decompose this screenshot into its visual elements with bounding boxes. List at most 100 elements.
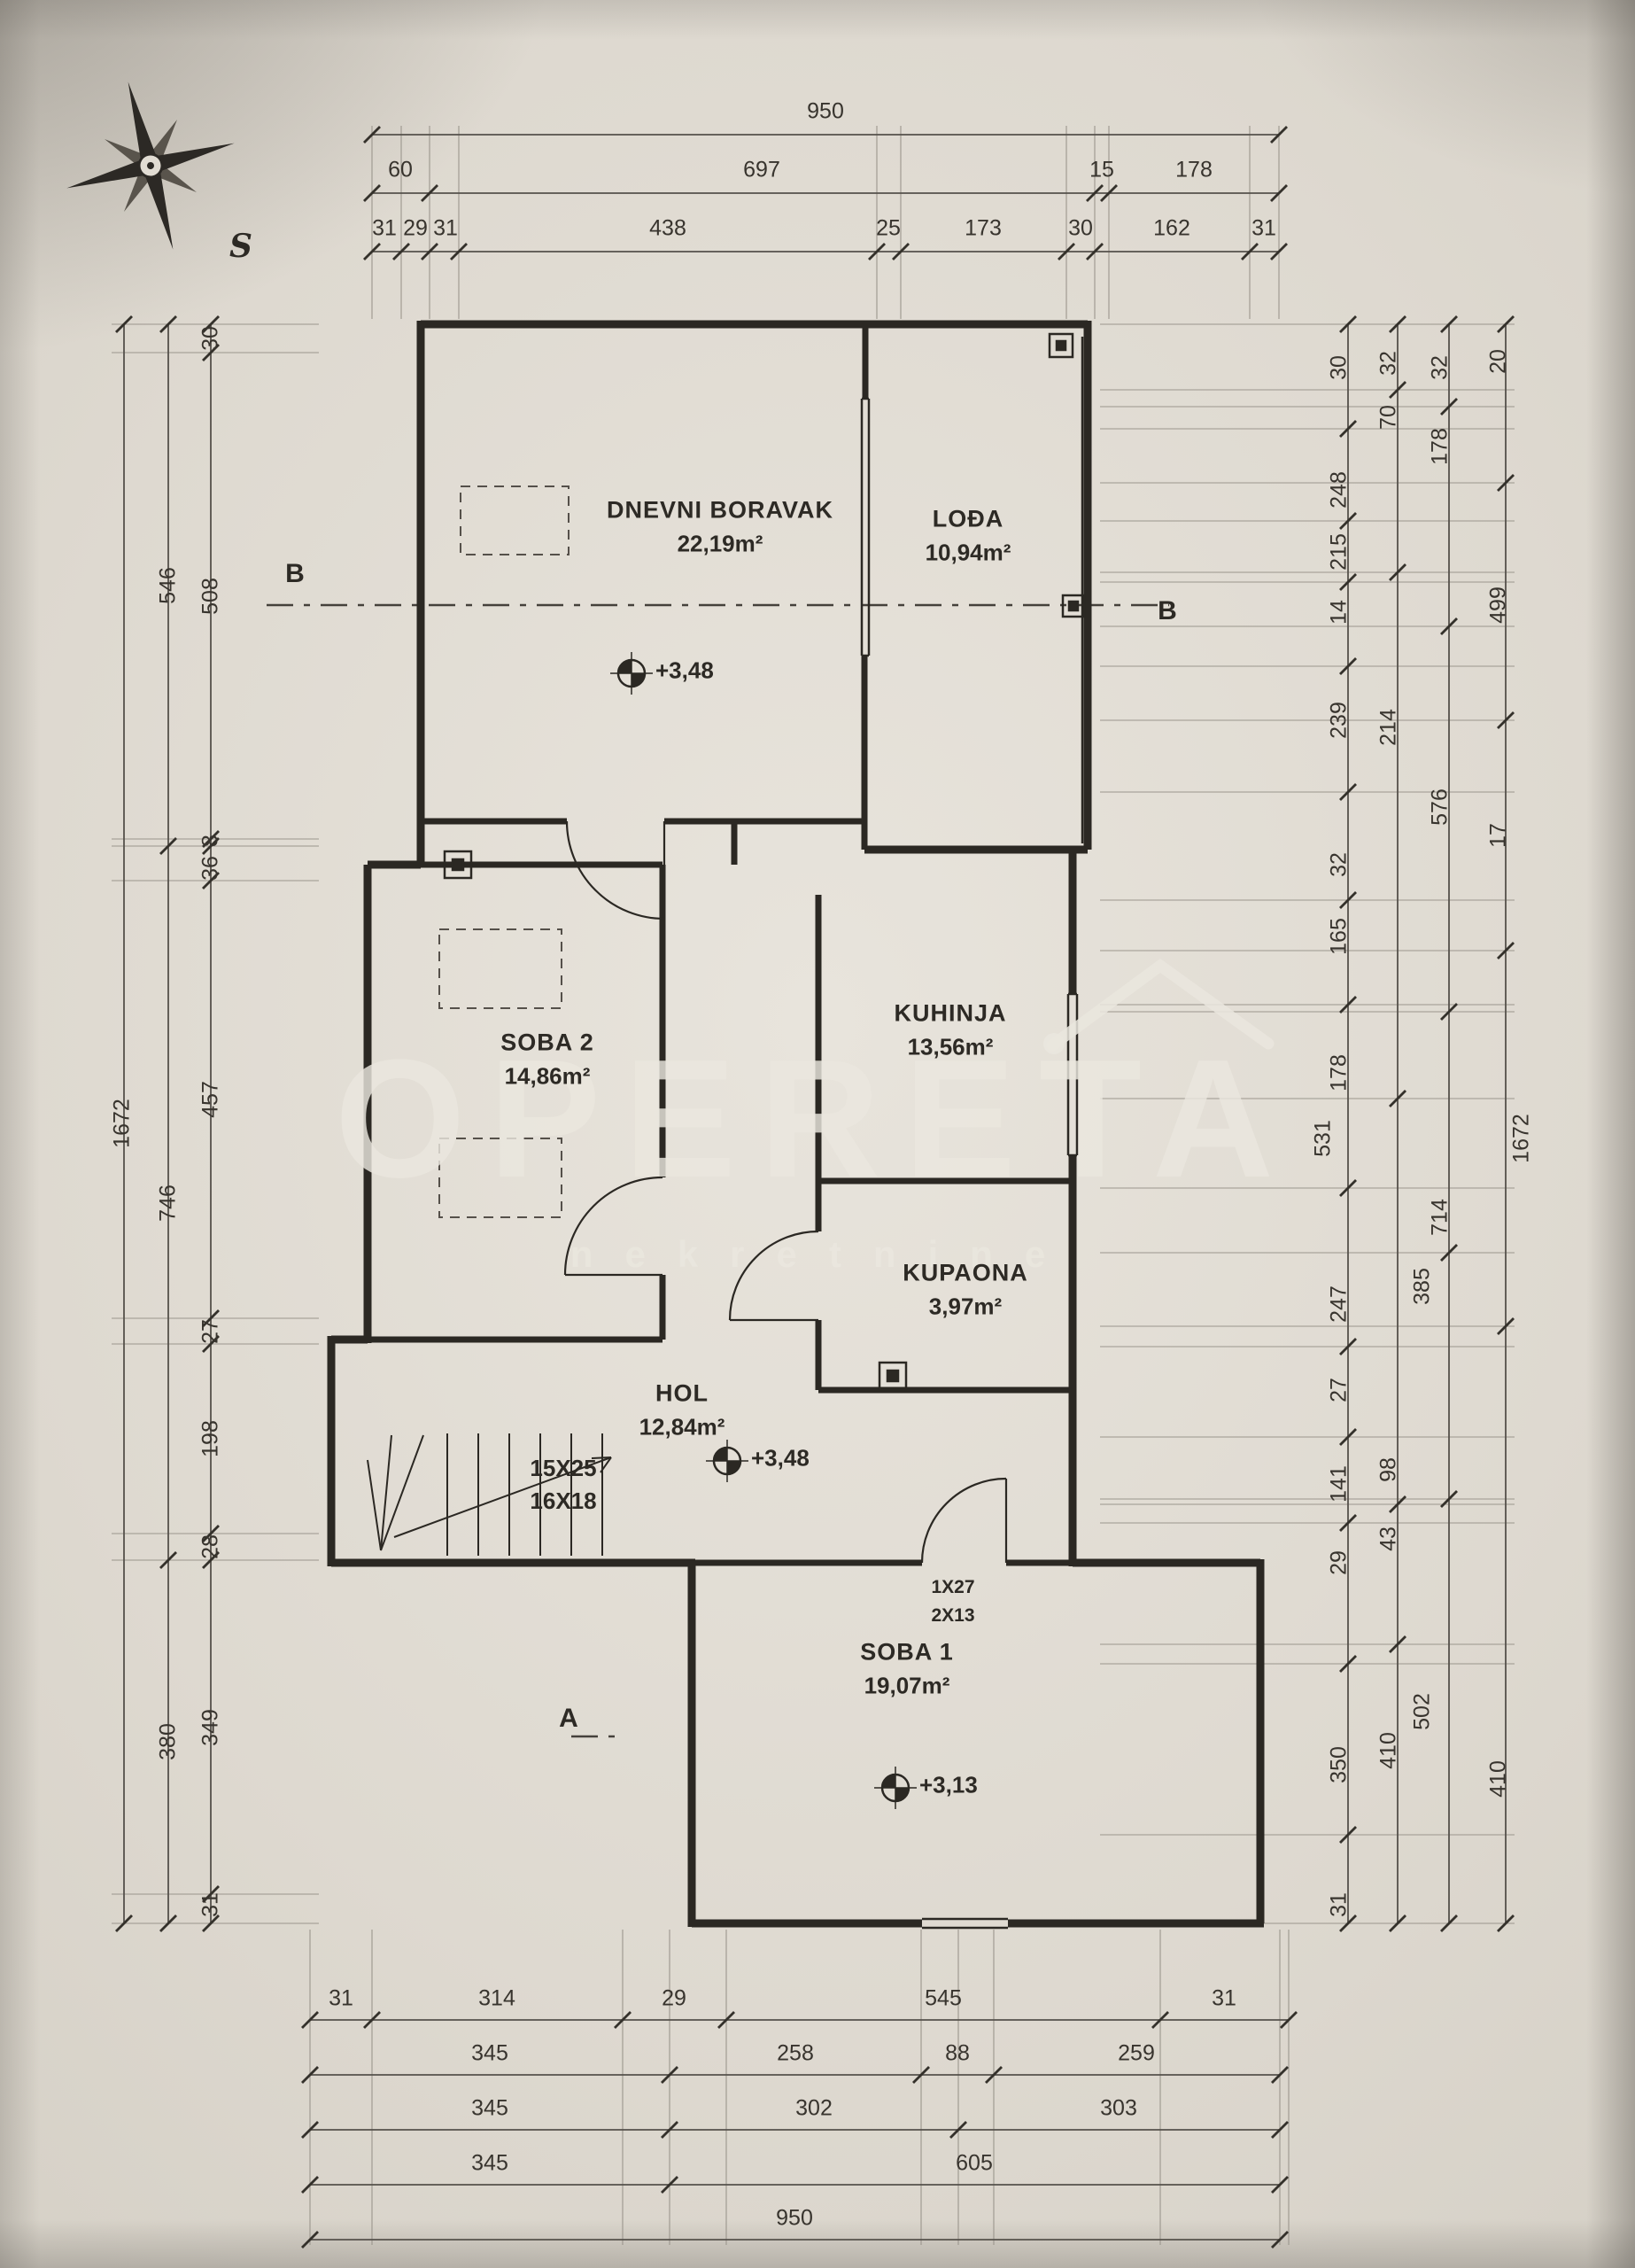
stairs-note-line2: 16X18 — [530, 1487, 597, 1514]
dimension-label-right: 141 — [1326, 1465, 1352, 1503]
dimension-label-top: 31 — [1251, 215, 1276, 241]
dimension-label-left: 380 — [155, 1723, 181, 1760]
dimension-label-right: 350 — [1326, 1746, 1352, 1783]
room-name: KUPAONA — [903, 1259, 1028, 1286]
room-label-soba-2: SOBA 2 14,86m² — [500, 1029, 594, 1091]
dimension-label-top: 60 — [388, 157, 413, 183]
room-label-loda: LOĐA 10,94m² — [926, 506, 1011, 567]
dimension-label-bottom: 314 — [478, 1985, 515, 2011]
dimension-label-bottom: 29 — [662, 1985, 686, 2011]
dimension-label-bottom: 345 — [471, 2150, 508, 2176]
stairs — [367, 1433, 612, 1556]
section-marker-b-left: B — [285, 559, 305, 588]
compass-rose-icon — [66, 82, 235, 250]
dimension-label-left: 27 — [198, 1319, 223, 1344]
dimension-label-right: 714 — [1427, 1199, 1453, 1236]
dimension-label-bottom: 545 — [925, 1985, 962, 2011]
dimension-label-bottom: 88 — [945, 2040, 970, 2066]
dimension-label-right: 32 — [1375, 351, 1401, 376]
dimension-label-left: 31 — [198, 1892, 223, 1917]
room-label-kupaona: KUPAONA 3,97m² — [903, 1260, 1028, 1321]
dimension-label-left: 1672 — [109, 1099, 135, 1148]
door-note-line1: 1X27 — [931, 1577, 975, 1597]
watermark-subtitle: nekretnine — [570, 1233, 1078, 1275]
dimension-label-top: 438 — [649, 215, 686, 241]
dimension-label-left: 546 — [155, 567, 181, 604]
dimension-label-left: 349 — [198, 1709, 223, 1746]
dimension-label-top: 29 — [403, 215, 428, 241]
dimension-label-right: 14 — [1326, 600, 1352, 625]
dimension-label-bottom: 259 — [1118, 2040, 1155, 2066]
dimension-label-right: 20 — [1485, 349, 1511, 374]
dimension-label-right: 32 — [1326, 852, 1352, 877]
stairs-note-line1: 15X25 — [530, 1455, 597, 1481]
dimension-label-right: 239 — [1326, 702, 1352, 739]
interior-walls — [368, 324, 1073, 1566]
elevation-label-hol: +3,48 — [751, 1444, 810, 1472]
door-note-line2: 2X13 — [931, 1605, 975, 1626]
dimension-label-right: 43 — [1375, 1526, 1401, 1551]
dimension-label-left: 8 — [198, 835, 223, 847]
elevation-label-soba1: +3,13 — [919, 1771, 978, 1798]
dimension-label-left: 36 — [198, 856, 223, 881]
elevation-label-living: +3,48 — [655, 656, 714, 684]
dimension-label-right: 248 — [1326, 471, 1352, 509]
dimension-label-right: 247 — [1326, 1285, 1352, 1323]
elevation-benchmarks — [610, 652, 917, 1809]
dimension-label-top: 162 — [1153, 215, 1190, 241]
furniture-outlines — [438, 485, 570, 1218]
dimension-label-top: 31 — [433, 215, 458, 241]
compass-south-label: S — [229, 228, 252, 265]
dimension-label-bottom: 345 — [471, 2095, 508, 2121]
dimension-label-top: 950 — [807, 98, 844, 124]
dimension-label-bottom: 303 — [1100, 2095, 1137, 2121]
room-area: 12,84m² — [639, 1413, 725, 1441]
dimension-label-bottom: 950 — [776, 2205, 813, 2231]
room-name: HOL — [655, 1379, 709, 1407]
section-marker-b-right: B — [1158, 596, 1177, 625]
room-name: DNEVNI BORAVAK — [606, 496, 834, 524]
dimension-label-top: 697 — [743, 157, 780, 183]
dimension-label-right: 502 — [1409, 1693, 1435, 1730]
dimension-label-right: 30 — [1326, 355, 1352, 380]
shaft-symbols — [443, 332, 1086, 1391]
dimension-label-right: 17 — [1485, 823, 1511, 848]
dimension-label-right: 178 — [1427, 428, 1453, 465]
dimension-label-right: 165 — [1326, 918, 1352, 955]
dimension-label-right: 214 — [1375, 709, 1401, 746]
room-area: 14,86m² — [504, 1062, 591, 1090]
room-label-soba-1: SOBA 1 19,07m² — [860, 1639, 954, 1700]
dimension-label-right: 178 — [1326, 1054, 1352, 1091]
dimension-label-right: 31 — [1326, 1892, 1352, 1917]
dimension-label-right: 70 — [1375, 405, 1401, 430]
dimension-label-bottom: 258 — [777, 2040, 814, 2066]
stairs-note: 15X25 16X18 — [530, 1452, 596, 1518]
room-label-kuhinja: KUHINJA 13,56m² — [894, 1000, 1006, 1061]
room-name: SOBA 1 — [860, 1638, 954, 1666]
dimension-label-bottom: 302 — [795, 2095, 833, 2121]
dimension-label-right: 410 — [1375, 1732, 1401, 1769]
watermark-roof-icon — [1043, 958, 1275, 1054]
room-area: 13,56m² — [907, 1033, 994, 1060]
dimension-label-top: 25 — [876, 215, 901, 241]
dimension-label-left: 30 — [198, 326, 223, 351]
dimension-label-right: 531 — [1310, 1120, 1336, 1157]
dimension-label-right: 576 — [1427, 788, 1453, 826]
section-marker-a: A — [559, 1704, 578, 1733]
doors — [563, 820, 1008, 1564]
room-label-dnevni-boravak: DNEVNI BORAVAK 22,19m² — [607, 497, 833, 558]
dimension-label-left: 508 — [198, 578, 223, 615]
dimension-label-bottom: 345 — [471, 2040, 508, 2066]
dimension-label-right: 32 — [1427, 355, 1453, 380]
room-area: 19,07m² — [864, 1672, 950, 1699]
room-area: 10,94m² — [925, 539, 1011, 566]
dimension-label-right: 410 — [1485, 1760, 1511, 1798]
dimension-label-top: 31 — [372, 215, 397, 241]
dimension-label-right: 385 — [1409, 1268, 1435, 1305]
room-name: SOBA 2 — [500, 1029, 594, 1056]
dimension-label-right: 499 — [1485, 586, 1511, 624]
room-label-hol: HOL 12,84m² — [639, 1380, 725, 1441]
room-name: LOĐA — [932, 505, 1004, 532]
